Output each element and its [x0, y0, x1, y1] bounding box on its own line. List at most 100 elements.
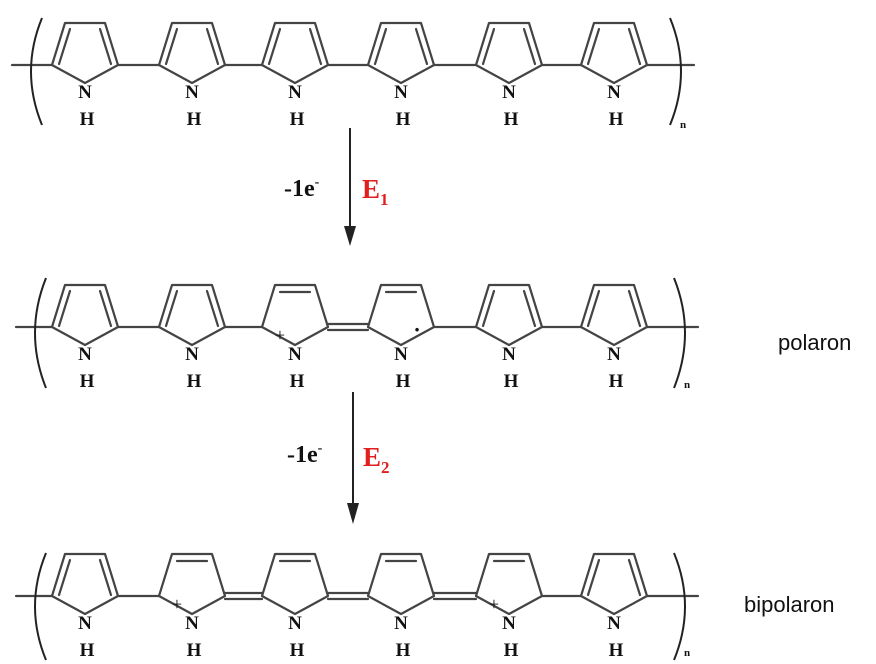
inner-double-bond	[98, 558, 113, 597]
inner-double-bond	[414, 27, 429, 66]
inner-double-bond	[164, 27, 179, 66]
pyrrole-ring: NH	[157, 21, 227, 130]
polaron-label: polaron	[778, 330, 851, 355]
radical-dot: ·	[413, 317, 420, 342]
inner-double-bond	[57, 558, 72, 597]
nitrogen-atom: N	[288, 82, 302, 103]
ring-outline	[50, 552, 120, 616]
nitrogen-atom: N	[78, 82, 92, 103]
pyrrole-ring: NH	[260, 21, 330, 130]
positive-charge: +	[172, 594, 182, 614]
pyrrole-ring: NH	[579, 283, 649, 392]
ring-outline	[579, 552, 649, 616]
potential-label-2: E2	[363, 442, 390, 477]
pyrrole-ring: NH	[157, 283, 227, 392]
inner-double-bond	[57, 289, 72, 328]
nitrogen-atom: N	[288, 344, 302, 365]
repeat-subscript: n	[680, 119, 686, 131]
positive-charge: +	[489, 594, 499, 614]
nitrogen-atom: N	[78, 613, 92, 634]
repeat-subscript: n	[684, 379, 690, 391]
nitrogen-atom: N	[607, 344, 621, 365]
inner-double-bond	[57, 27, 72, 66]
pyrrole-ring: NH+	[474, 552, 544, 661]
ring-outline	[260, 552, 330, 616]
bipolaron-label: bipolaron	[744, 592, 835, 617]
inner-double-bond	[627, 27, 642, 66]
inner-double-bond	[373, 27, 388, 66]
pyrrole-ring: NH	[366, 552, 436, 661]
left-bracket	[34, 277, 47, 389]
pyrrole-ring: NH	[579, 552, 649, 661]
right-bracket	[669, 17, 682, 126]
inner-double-bond	[205, 27, 220, 66]
hydrogen-atom: H	[396, 640, 411, 661]
ring-outline	[366, 21, 436, 85]
pyrrole-ring: NH	[474, 283, 544, 392]
nitrogen-atom: N	[394, 82, 408, 103]
ring-outline	[366, 283, 436, 347]
hydrogen-atom: H	[290, 640, 305, 661]
inner-double-bond	[586, 558, 601, 597]
pyrrole-ring: NH	[260, 552, 330, 661]
ring-outline	[474, 21, 544, 85]
pyrrole-ring: NH	[474, 21, 544, 130]
left-bracket	[30, 17, 43, 126]
nitrogen-atom: N	[607, 613, 621, 634]
pyrrole-ring: NH	[50, 552, 120, 661]
pyrrole-ring: NH +	[157, 552, 227, 661]
hydrogen-atom: H	[80, 371, 95, 392]
ring-outline	[474, 283, 544, 347]
inner-double-bond	[98, 27, 113, 66]
electron-loss-label-2: -1e-	[287, 441, 323, 468]
inner-double-bond	[267, 27, 282, 66]
potential-label-1: E1	[362, 174, 389, 209]
hydrogen-atom: H	[290, 371, 305, 392]
ring-outline	[474, 552, 544, 616]
hydrogen-atom: H	[187, 640, 202, 661]
pyrrole-ring: NH	[50, 21, 120, 130]
hydrogen-atom: H	[396, 109, 411, 130]
electron-loss-label-1: -1e-	[284, 175, 320, 202]
inner-double-bond	[98, 289, 113, 328]
pyrrole-ring: NH	[50, 283, 120, 392]
inner-double-bond	[627, 558, 642, 597]
positive-charge: +	[275, 325, 285, 345]
inner-double-bond	[522, 27, 537, 66]
ring-outline	[157, 21, 227, 85]
pyrrole-ring: NH	[579, 21, 649, 130]
nitrogen-atom: N	[78, 344, 92, 365]
nitrogen-atom: N	[502, 344, 516, 365]
ring-outline	[579, 283, 649, 347]
right-bracket	[673, 552, 686, 661]
inner-double-bond	[522, 289, 537, 328]
left-bracket	[34, 552, 47, 661]
nitrogen-atom: N	[394, 613, 408, 634]
hydrogen-atom: H	[609, 371, 624, 392]
oxidation-arrow-1	[344, 128, 356, 246]
pyrrole-ring: NH +	[260, 283, 330, 392]
hydrogen-atom: H	[504, 371, 519, 392]
inner-double-bond	[481, 289, 496, 328]
ring-outline	[366, 552, 436, 616]
nitrogen-atom: N	[185, 82, 199, 103]
ring-outline	[579, 21, 649, 85]
hydrogen-atom: H	[80, 640, 95, 661]
ring-outline	[260, 283, 330, 347]
hydrogen-atom: H	[396, 371, 411, 392]
nitrogen-atom: N	[185, 344, 199, 365]
hydrogen-atom: H	[609, 109, 624, 130]
ring-outline	[260, 21, 330, 85]
nitrogen-atom: N	[185, 613, 199, 634]
pyrrole-ring: NH·	[366, 283, 436, 392]
inner-double-bond	[205, 289, 220, 328]
nitrogen-atom: N	[502, 613, 516, 634]
ring-outline	[157, 552, 227, 616]
inner-double-bond	[627, 289, 642, 328]
pyrrole-ring: NH	[366, 21, 436, 130]
oxidation-arrow-2	[347, 392, 359, 524]
hydrogen-atom: H	[187, 109, 202, 130]
ring-outline	[50, 21, 120, 85]
